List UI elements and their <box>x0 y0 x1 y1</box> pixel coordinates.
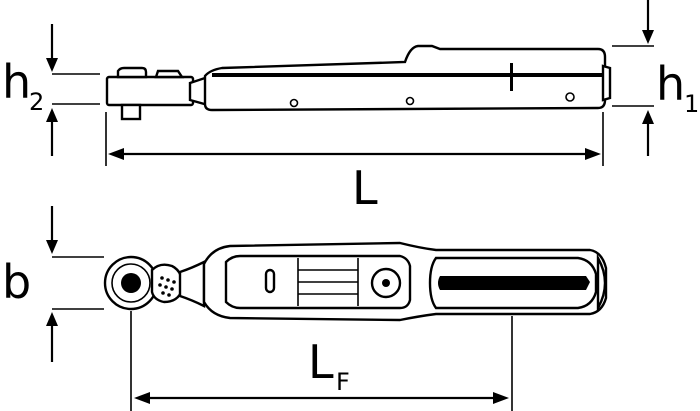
side-reverse-lever <box>154 69 185 79</box>
lf-subscript: F <box>336 368 350 396</box>
top-reverse-switch <box>150 263 184 304</box>
side-square-drive <box>120 103 142 121</box>
wrench-side-view <box>105 44 612 121</box>
side-screw-3 <box>565 92 575 102</box>
top-end-cap <box>596 253 607 313</box>
side-screw-1 <box>289 98 299 108</box>
dimension-width: b <box>2 206 104 362</box>
h1-label: h <box>656 57 685 111</box>
top-grip-inset <box>438 276 590 290</box>
side-handle-body <box>203 44 607 112</box>
side-screw-2 <box>405 96 415 106</box>
top-neck <box>178 260 206 308</box>
top-indicator-slot <box>264 268 276 294</box>
top-reverse-switch-grip <box>158 276 176 297</box>
side-end-cap <box>601 64 612 102</box>
side-scale-band <box>212 73 604 77</box>
h1-subscript: 1 <box>684 90 699 118</box>
dimension-lf: L F <box>130 311 513 411</box>
h2-label: h <box>2 55 31 109</box>
dimension-h2: h 2 <box>2 24 100 156</box>
dimension-length: L <box>105 112 604 215</box>
length-label: L <box>352 161 378 215</box>
width-label: b <box>2 255 31 309</box>
dimension-h1: h 1 <box>612 0 699 156</box>
top-adjust-screw-center <box>382 279 390 287</box>
side-ratchet-knob <box>116 66 148 79</box>
top-ratchet-center <box>121 273 141 293</box>
lf-label: L <box>308 335 334 389</box>
side-ratchet-head <box>105 75 195 107</box>
wrench-top-view <box>103 241 608 322</box>
top-ratchet-ring <box>111 263 151 303</box>
h2-subscript: 2 <box>29 88 44 116</box>
side-scale-tick <box>510 63 513 91</box>
